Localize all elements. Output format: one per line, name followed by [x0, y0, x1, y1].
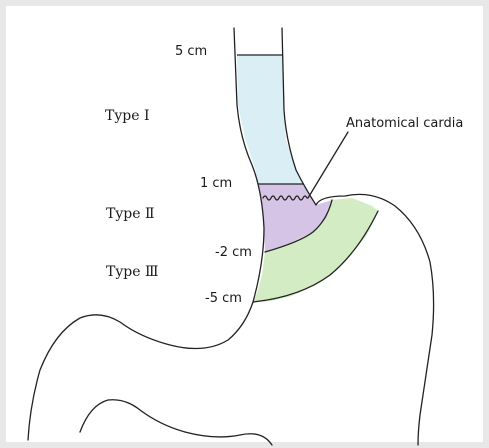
type-2-label: Type Ⅱ [106, 206, 154, 222]
stomach-inner-fold [80, 400, 272, 445]
mark-neg2cm-label: -2 cm [215, 245, 252, 260]
mark-neg5cm-label: -5 cm [205, 291, 242, 306]
esophagus-left-wall [28, 28, 264, 440]
anatomical-cardia-leader [308, 132, 348, 198]
anatomical-cardia-label: Anatomical cardia [346, 116, 463, 131]
mark-1cm-label: 1 cm [200, 176, 232, 191]
type-3-label: Type Ⅲ [106, 264, 158, 280]
type-1-label: Type Ⅰ [105, 108, 149, 124]
mark-5cm-label: 5 cm [175, 44, 207, 59]
